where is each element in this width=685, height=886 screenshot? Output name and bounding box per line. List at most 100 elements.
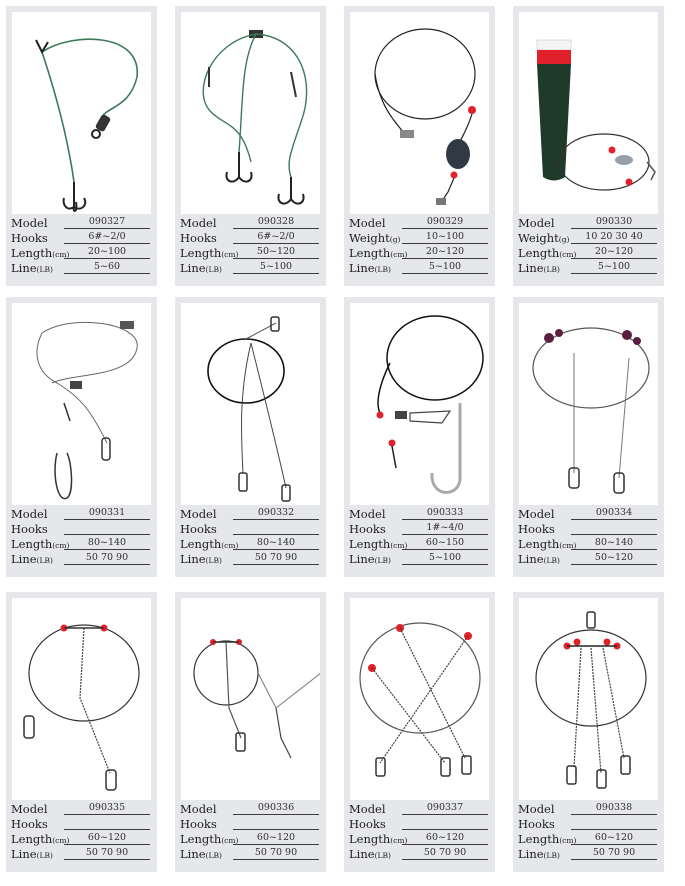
length-label: Length(cm)	[518, 246, 577, 260]
length-value: 80~140	[594, 537, 634, 548]
length-value: 20~120	[594, 246, 634, 257]
line-label: Line(LB)	[518, 847, 560, 861]
hooks-label: Hooks	[11, 817, 48, 831]
hooks-label: Hooks	[518, 522, 555, 536]
model-value: 090328	[257, 216, 295, 227]
line-value: 50 70 90	[85, 552, 129, 563]
product-photo	[12, 598, 151, 800]
float-rig-illustration	[536, 39, 656, 191]
line-label: Line(LB)	[11, 552, 53, 566]
leader-rig-illustration	[532, 327, 650, 494]
product-photo	[181, 12, 320, 214]
line-value: 5~100	[597, 261, 631, 272]
length-label: Length(cm)	[349, 246, 408, 260]
length-value: 80~140	[256, 537, 296, 548]
length-label: Length(cm)	[180, 246, 239, 260]
length-value: 60~120	[425, 832, 465, 843]
line-label: Line(LB)	[11, 261, 53, 275]
model-value: 090334	[595, 507, 633, 518]
length-value: 60~120	[256, 832, 296, 843]
model-label: Model	[11, 216, 48, 230]
line-value: 50 70 90	[423, 847, 467, 858]
line-label: Line(LB)	[349, 552, 391, 566]
length-value: 20~100	[87, 246, 127, 257]
line-label: Line(LB)	[180, 552, 222, 566]
hooks-label: Hooks	[11, 231, 48, 245]
line-value: 50 70 90	[254, 847, 298, 858]
line-label: Line(LB)	[518, 261, 560, 275]
length-value: 80~140	[87, 537, 127, 548]
model-label: Model	[518, 802, 555, 816]
model-label: Model	[518, 216, 555, 230]
product-photo	[181, 303, 320, 505]
length-label: Length(cm)	[180, 537, 239, 551]
hooks-label: Hooks	[11, 522, 48, 536]
length-value: 60~150	[425, 537, 465, 548]
hooks-label: Hooks	[180, 817, 217, 831]
length-label: Length(cm)	[518, 832, 577, 846]
line-label: Line(LB)	[180, 261, 222, 275]
line-value: 50~120	[594, 552, 634, 563]
leader-rig-illustration	[535, 611, 647, 789]
hooks-value: 6#~2/0	[88, 231, 126, 242]
hooks-label: Hooks	[518, 817, 555, 831]
length-label: Length(cm)	[11, 832, 70, 846]
length-value: 60~120	[87, 832, 127, 843]
product-photo	[350, 303, 489, 505]
leader-rig-illustration	[376, 315, 484, 494]
line-label: Line(LB)	[349, 847, 391, 861]
model-value: 090335	[88, 802, 126, 813]
leader-rig-illustration	[35, 38, 138, 212]
product-photo	[350, 12, 489, 214]
model-value: 090333	[426, 507, 464, 518]
leader-rig-illustration	[23, 624, 140, 791]
product-photo	[181, 598, 320, 800]
length-value: 60~120	[594, 832, 634, 843]
line-value: 5~100	[428, 261, 462, 272]
weight-value: 10~100	[425, 231, 465, 242]
line-value: 5~60	[93, 261, 121, 272]
line-value: 5~100	[259, 261, 293, 272]
model-label: Model	[349, 507, 386, 521]
product-photo	[350, 598, 489, 800]
weight-value: 10 20 30 40	[585, 231, 643, 242]
product-photo	[12, 12, 151, 214]
model-label: Model	[11, 507, 48, 521]
line-label: Line(LB)	[518, 552, 560, 566]
product-photo	[12, 303, 151, 505]
model-label: Model	[180, 802, 217, 816]
hooks-value: 1#~4/0	[426, 522, 464, 533]
model-value: 090332	[257, 507, 295, 518]
line-value: 50 70 90	[254, 552, 298, 563]
leader-rig-illustration	[202, 30, 308, 205]
model-value: 090329	[426, 216, 464, 227]
leader-rig-illustration	[207, 316, 291, 502]
weight-label: Weight(g)	[349, 231, 401, 245]
line-value: 50 70 90	[85, 847, 129, 858]
hooks-label: Hooks	[180, 231, 217, 245]
product-photo	[519, 598, 658, 800]
leader-rig-illustration	[36, 321, 138, 500]
line-label: Line(LB)	[11, 847, 53, 861]
length-label: Length(cm)	[349, 537, 408, 551]
